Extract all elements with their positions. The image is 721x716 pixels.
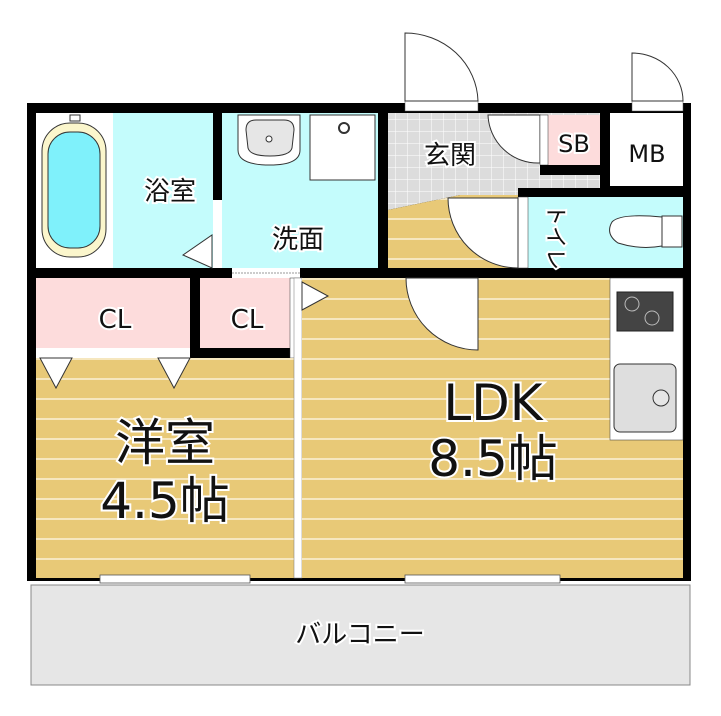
washroom-label: 洗面 <box>272 225 324 255</box>
western-room-size: 4.5帖 <box>100 472 230 530</box>
stove-icon <box>616 291 674 332</box>
meter-box-label: MB <box>628 140 665 168</box>
window-ldk <box>404 574 561 584</box>
sink-kitchen-icon <box>613 363 677 433</box>
toilet-icon <box>609 215 663 248</box>
entrance-label: 玄関 <box>424 141 476 171</box>
shoe-box <box>548 115 600 165</box>
closet-1-label: CL <box>99 305 132 335</box>
bath-label: 浴室 <box>144 177 196 207</box>
shoe-box-label: SB <box>558 130 590 158</box>
entrance-inner-door-icon <box>487 114 541 164</box>
toilet-door-icon <box>447 197 519 269</box>
ldk-size: 8.5帖 <box>428 430 558 488</box>
mb-door-icon <box>631 52 684 102</box>
ldk-label: LDK <box>443 374 543 432</box>
meter-box <box>610 113 683 186</box>
toilet-label: トイレ <box>542 204 567 270</box>
western-room-label: 洋室 <box>115 414 215 472</box>
bath-door-icon <box>181 234 213 269</box>
front-door-icon <box>404 32 479 102</box>
western-room-floor <box>36 358 294 578</box>
ldk-door-icon <box>405 277 479 351</box>
balcony <box>30 584 691 686</box>
balcony-label: バルコニー <box>295 620 424 650</box>
window-western <box>99 574 251 584</box>
closet-1-area <box>36 278 190 348</box>
closet-2-label: CL <box>231 305 264 335</box>
sliding-partition[interactable] <box>293 277 303 579</box>
closet-2-area <box>200 278 290 348</box>
